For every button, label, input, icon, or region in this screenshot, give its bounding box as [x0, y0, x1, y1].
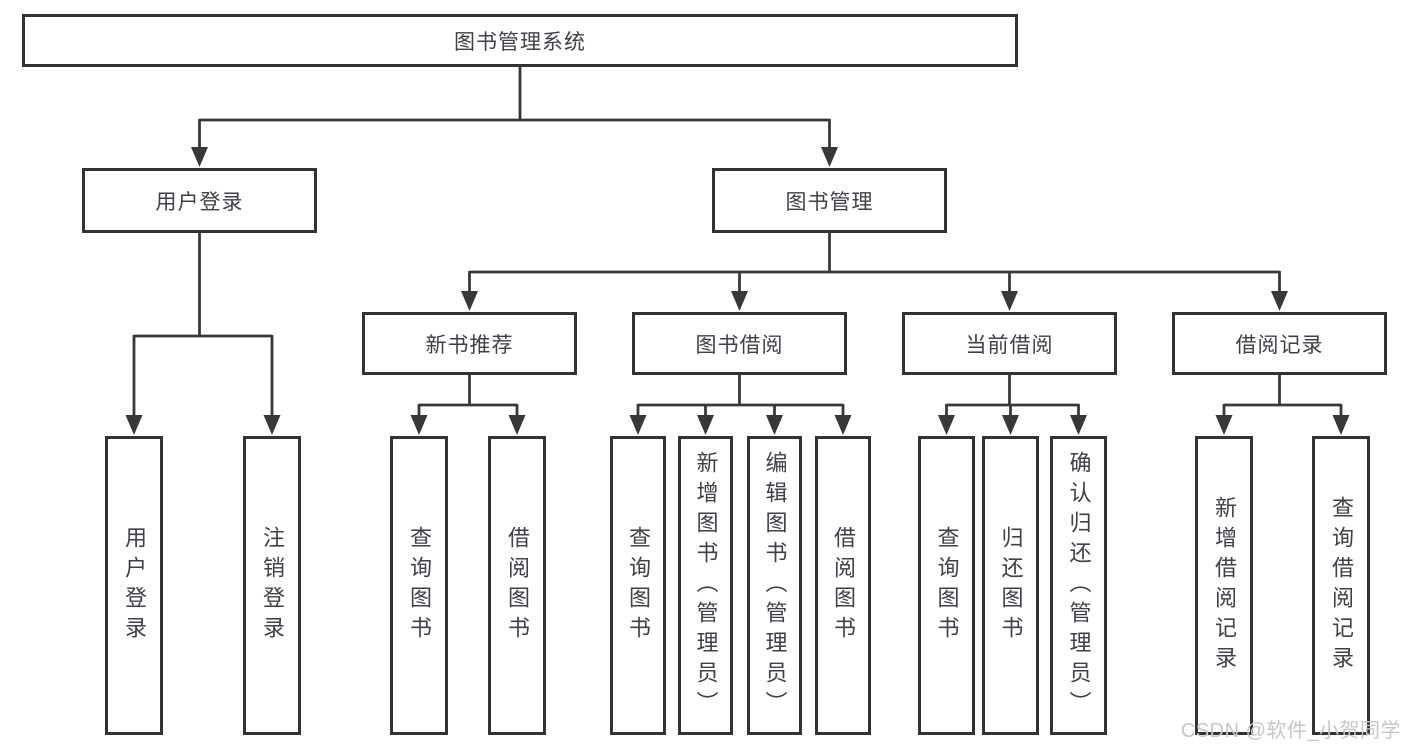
node-new-book-recommend: 新书推荐 — [362, 312, 577, 375]
node-new-book-recommend-label: 新书推荐 — [425, 333, 514, 357]
connector-borrow-records-to-leaves — [1215, 375, 1350, 435]
leaf-logout: 注销登录 — [243, 436, 301, 735]
leaf-logout-label: 注销登录 — [260, 525, 285, 646]
leaf-borrow-books-label: 借阅图书 — [831, 525, 856, 646]
connector-user-login-to-leaves — [125, 233, 281, 435]
leaf-confirm-return-admin-label: 确认归还（管理员） — [1066, 450, 1092, 721]
leaf-user-login: 用户登录 — [105, 436, 163, 735]
leaf-query-borrow-record-label: 查询借阅记录 — [1329, 495, 1354, 676]
leaf-add-borrow-record-label: 新增借阅记录 — [1212, 495, 1237, 676]
connector-root-to-level2 — [191, 67, 838, 167]
leaf-edit-books-admin: 编辑图书（管理员） — [747, 436, 802, 735]
leaf-user-login-label: 用户登录 — [122, 525, 147, 646]
leaf-borrow-books-recommend-label: 借阅图书 — [505, 525, 530, 646]
leaf-query-borrow-record: 查询借阅记录 — [1312, 436, 1370, 735]
connector-new-book-recommend-to-leaves — [410, 375, 526, 435]
node-root-label: 图书管理系统 — [454, 30, 586, 54]
node-book-borrow-label: 图书借阅 — [695, 333, 784, 357]
node-book-borrow: 图书借阅 — [632, 312, 847, 375]
leaf-borrow-books-recommend: 借阅图书 — [488, 436, 546, 735]
leaf-add-books-admin-label: 新增图书（管理员） — [693, 450, 719, 721]
leaf-query-books-recommend-label: 查询图书 — [407, 525, 432, 646]
leaf-query-books-recommend: 查询图书 — [390, 436, 448, 735]
csdn-watermark: CSDN @软件_小贺同学 — [1180, 720, 1401, 742]
node-root-system: 图书管理系统 — [22, 14, 1018, 67]
node-borrow-records-label: 借阅记录 — [1235, 333, 1324, 357]
leaf-return-books-label: 归还图书 — [998, 525, 1024, 646]
node-user-login-label: 用户登录 — [155, 190, 244, 214]
leaf-query-books-current: 查询图书 — [918, 436, 975, 735]
connector-current-borrow-to-leaves — [938, 375, 1087, 435]
leaf-add-books-admin: 新增图书（管理员） — [678, 436, 733, 735]
node-book-mgmt: 图书管理 — [712, 168, 947, 233]
node-current-borrow: 当前借阅 — [902, 312, 1117, 375]
leaf-query-books-current-label: 查询图书 — [934, 525, 960, 646]
leaf-add-borrow-record: 新增借阅记录 — [1195, 436, 1253, 735]
leaf-edit-books-admin-label: 编辑图书（管理员） — [762, 450, 788, 721]
node-current-borrow-label: 当前借阅 — [965, 333, 1054, 357]
node-borrow-records: 借阅记录 — [1172, 312, 1387, 375]
connector-book-borrow-to-leaves — [629, 375, 852, 435]
leaf-query-books-borrow: 查询图书 — [610, 436, 666, 735]
leaf-return-books: 归还图书 — [982, 436, 1039, 735]
node-book-mgmt-label: 图书管理 — [785, 190, 874, 214]
node-user-login: 用户登录 — [82, 168, 317, 233]
leaf-borrow-books: 借阅图书 — [815, 436, 871, 735]
connector-book-mgmt-to-level3 — [461, 233, 1288, 311]
leaf-query-books-borrow-label: 查询图书 — [626, 525, 651, 646]
leaf-confirm-return-admin: 确认归还（管理员） — [1050, 436, 1107, 735]
